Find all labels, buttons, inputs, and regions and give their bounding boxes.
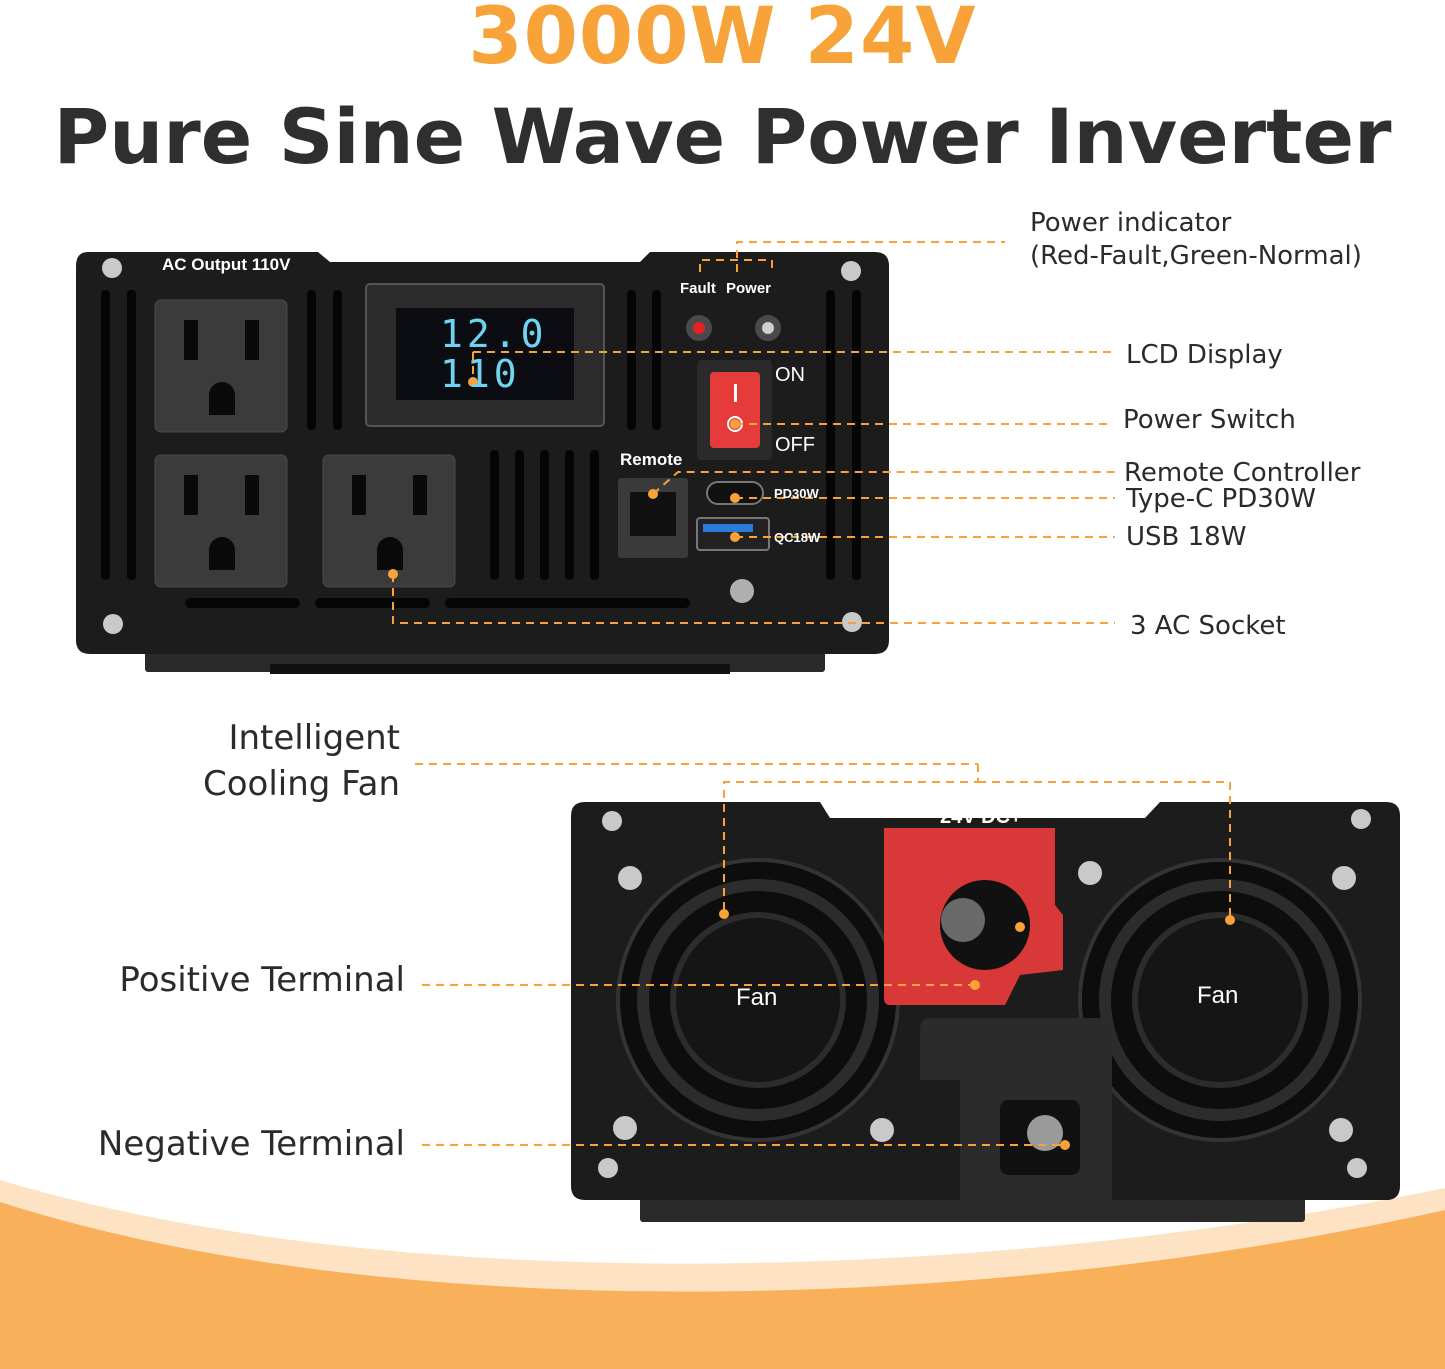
product-title: Pure Sine Wave Power Inverter bbox=[53, 92, 1392, 181]
spec-title: 3000W 24V bbox=[468, 0, 977, 82]
pd-port-label: PD30W bbox=[774, 486, 819, 501]
typec-callout: Type-C PD30W bbox=[1126, 484, 1317, 514]
power-indicator-callout: Power indicator bbox=[1030, 208, 1232, 238]
positive-terminal-cover bbox=[884, 828, 1063, 1005]
fan-left-label: Fan bbox=[736, 984, 778, 1011]
fan-callout-line1: Intelligent bbox=[228, 718, 400, 758]
power-led-label: Power bbox=[726, 280, 772, 297]
lcd-voltage-out: 110 bbox=[440, 352, 521, 396]
lcd-callout: LCD Display bbox=[1126, 340, 1283, 370]
lcd-voltage-in: 12.0 bbox=[440, 312, 548, 356]
negative-terminal-callout: Negative Terminal bbox=[97, 1124, 405, 1164]
switch-on-label: ON bbox=[775, 364, 805, 386]
qc-port-label: QC18W bbox=[774, 530, 821, 545]
callout-lines bbox=[392, 241, 1231, 1146]
negative-terminal-cover bbox=[920, 1018, 1112, 1210]
power-indicator-note: (Red-Fault,Green-Normal) bbox=[1030, 241, 1362, 271]
ac-socket-callout: 3 AC Socket bbox=[1130, 611, 1286, 641]
power-switch bbox=[697, 360, 772, 460]
dc-input-label: 24V DC+ bbox=[940, 806, 1022, 828]
ac-output-label: AC Output 110V bbox=[162, 255, 291, 274]
switch-off-label: OFF bbox=[775, 434, 815, 456]
usb-callout: USB 18W bbox=[1126, 522, 1247, 552]
positive-terminal-callout: Positive Terminal bbox=[119, 960, 405, 1000]
remote-callout: Remote Controller bbox=[1124, 458, 1361, 488]
fan-right bbox=[1078, 858, 1362, 1142]
bottom-wave-decoration bbox=[0, 1180, 1445, 1369]
remote-port-label: Remote bbox=[620, 450, 683, 469]
back-panel bbox=[571, 802, 1400, 1222]
callout-dots bbox=[388, 377, 1235, 1150]
fan-left bbox=[616, 858, 900, 1142]
switch-callout: Power Switch bbox=[1123, 405, 1296, 435]
ac-sockets bbox=[154, 299, 456, 588]
fan-right-label: Fan bbox=[1197, 982, 1239, 1009]
fault-label: Fault bbox=[680, 280, 716, 297]
fan-callout-line2: Cooling Fan bbox=[203, 764, 400, 804]
lcd-display bbox=[365, 283, 605, 427]
